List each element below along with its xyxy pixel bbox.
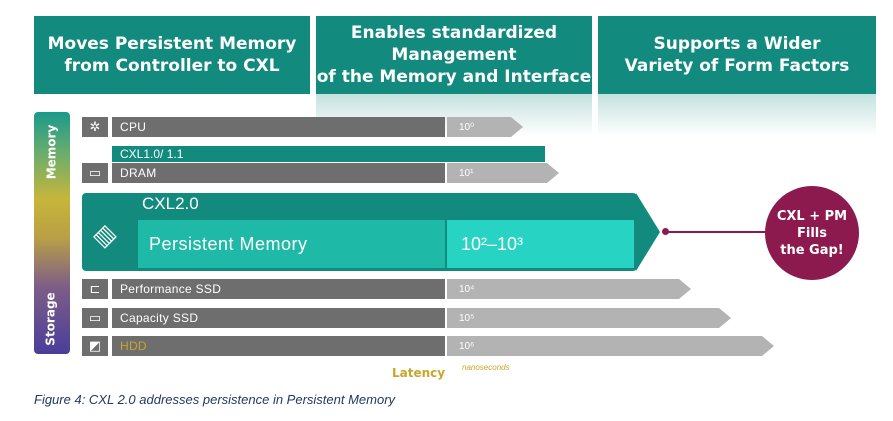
cpu-latency: 10⁰ xyxy=(447,117,523,137)
hdd-label: HDD xyxy=(112,336,445,356)
capacity-ssd-latency: 10⁵ xyxy=(447,308,731,328)
connector-dot xyxy=(662,228,669,235)
banner-persistent-memory: Moves Persistent Memory from Controller … xyxy=(34,16,310,94)
memory-storage-bar xyxy=(34,112,70,354)
cxl11-bar: CXL1.0/ 1.1 xyxy=(112,146,545,162)
connector-line xyxy=(666,231,766,233)
hdd-icon: ◩ xyxy=(82,336,108,356)
banner-shadow xyxy=(598,94,876,136)
performance-ssd-label: Performance SSD xyxy=(112,279,445,299)
persistent-memory-label: Persistent Memory xyxy=(138,220,445,268)
banner-form-factors: Supports a Wider Variety of Form Factors xyxy=(598,16,876,94)
banner-standardized-management: Enables standardized Management of the M… xyxy=(316,16,592,94)
cpu-icon: ✲ xyxy=(82,117,108,137)
persistent-memory-latency: 10²–10³ xyxy=(447,220,634,268)
callout-circle: CXL + PM Fills the Gap! xyxy=(765,186,859,280)
figure-caption: Figure 4: CXL 2.0 addresses persistence … xyxy=(34,392,396,407)
dram-label: DRAM xyxy=(112,163,445,183)
ssd-icon: ⊏ xyxy=(82,279,108,299)
storage-label: Storage xyxy=(43,292,58,346)
cpu-label: CPU xyxy=(112,117,445,137)
ssd-icon: ▭ xyxy=(82,308,108,328)
unit-label: nanoseconds xyxy=(462,363,510,372)
capacity-ssd-label: Capacity SSD xyxy=(112,308,445,328)
dram-icon: ▭ xyxy=(82,163,108,183)
hdd-latency: 10⁶ xyxy=(447,336,774,356)
latency-axis-label: Latency xyxy=(392,366,446,380)
cxl2-title: CXL2.0 xyxy=(142,194,199,213)
dram-latency: 10¹ xyxy=(447,163,559,183)
performance-ssd-latency: 10⁴ xyxy=(447,279,691,299)
cxl2-arrow xyxy=(636,193,660,271)
memory-label: Memory xyxy=(44,124,59,180)
